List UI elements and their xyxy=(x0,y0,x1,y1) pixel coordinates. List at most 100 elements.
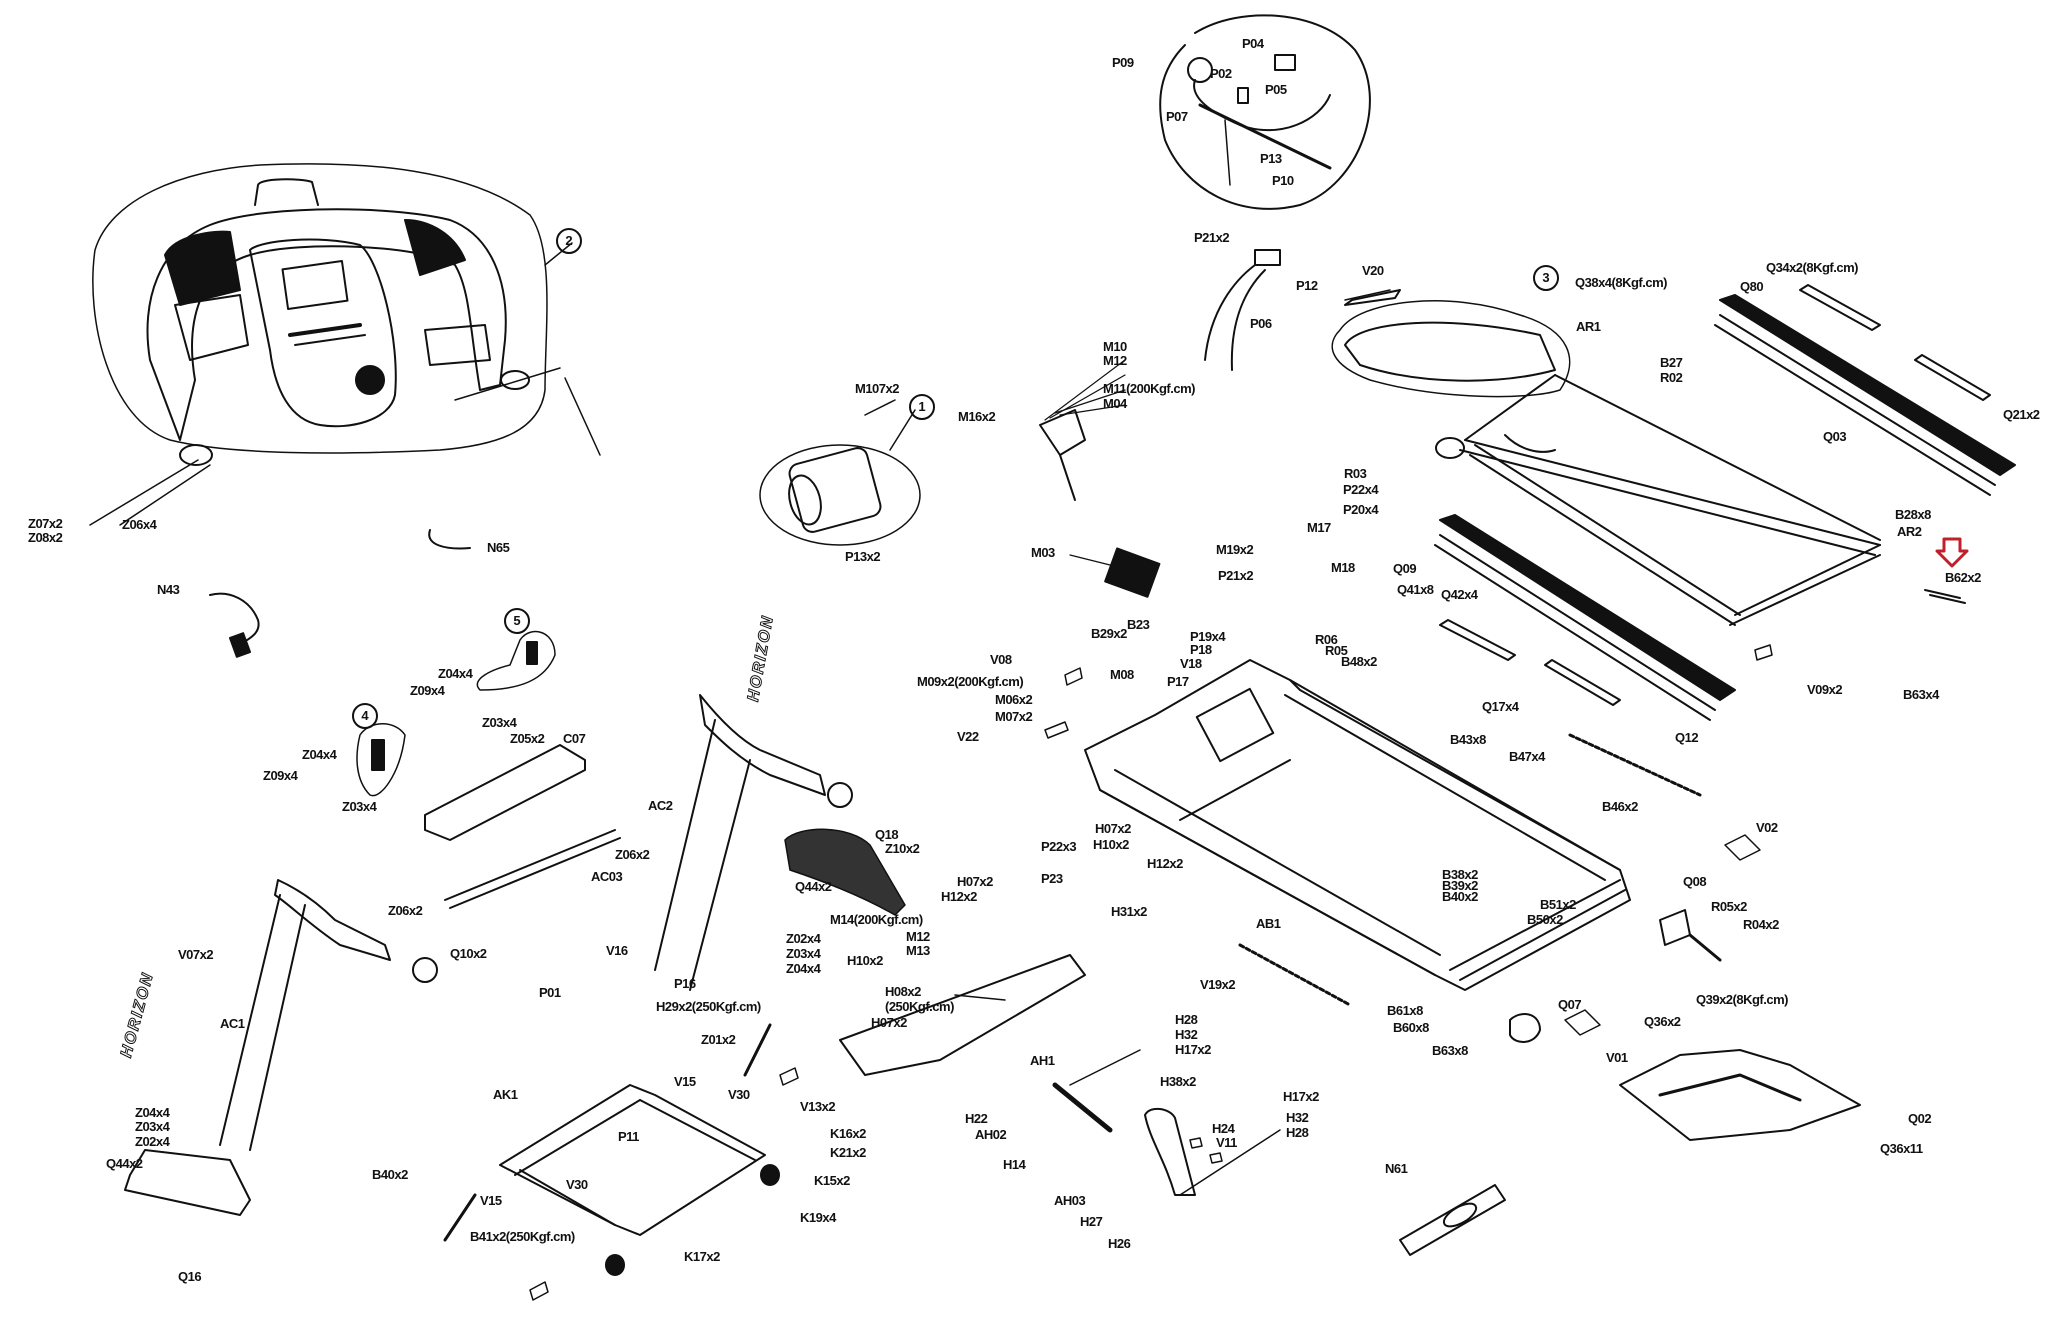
leader xyxy=(455,368,560,400)
part-label: Z07x2 xyxy=(28,516,63,531)
console-right-dark-panel xyxy=(405,220,465,275)
part-label: Z03x4 xyxy=(342,799,377,814)
part-label: AH1 xyxy=(1030,1053,1055,1068)
assembly-5-outline xyxy=(477,632,555,690)
part-label: V18 xyxy=(1180,656,1202,671)
console-right-tray xyxy=(425,325,490,365)
part-label: Q44x2 xyxy=(106,1156,143,1171)
part-label: Q02 xyxy=(1908,1111,1932,1126)
part-label: P01 xyxy=(539,985,561,1000)
part-label: B39x2 xyxy=(1442,878,1478,893)
part-label: Z09x4 xyxy=(410,683,445,698)
part-label: Z04x4 xyxy=(438,666,473,681)
n65-cable xyxy=(429,530,470,548)
part-label: V22 xyxy=(957,729,979,744)
ak1-base-frame xyxy=(445,1025,779,1275)
console-body xyxy=(250,240,396,427)
console-screen xyxy=(283,261,348,309)
electronics-detail xyxy=(1160,15,1370,209)
part-label: B61x8 xyxy=(1387,1003,1423,1018)
part-label: P11 xyxy=(618,1129,639,1144)
strip xyxy=(1345,290,1400,305)
part-label: H07x2 xyxy=(957,874,993,889)
part-label: K17x2 xyxy=(684,1249,720,1264)
bolt-strip xyxy=(1240,945,1350,1005)
part-label: M14(200Kgf.cm) xyxy=(830,912,923,927)
part-label: H32 xyxy=(1175,1027,1198,1042)
part-label: AC03 xyxy=(591,869,623,884)
part-label: K16x2 xyxy=(830,1126,866,1141)
part-label: R03 xyxy=(1344,466,1367,481)
part-label: V13x2 xyxy=(800,1099,836,1114)
part-label: B41x2(250Kgf.cm) xyxy=(470,1229,575,1244)
part-label: P05 xyxy=(1265,82,1287,97)
part-label: H12x2 xyxy=(1147,856,1183,871)
part-label: B51x2 xyxy=(1540,897,1576,912)
assembly-callout-1: 1 xyxy=(909,394,935,420)
part-label: H17x2 xyxy=(1175,1042,1211,1057)
console-frame xyxy=(148,209,506,440)
part-label: H28 xyxy=(1175,1012,1198,1027)
part-label: Z06x2 xyxy=(388,903,423,918)
part-label: M11(200Kgf.cm) xyxy=(1103,381,1195,396)
part-label: M13 xyxy=(906,943,930,958)
console-left-tray xyxy=(175,295,248,360)
n61-part xyxy=(1400,1185,1505,1255)
part-label: R02 xyxy=(1660,370,1683,385)
p12-connector xyxy=(1255,250,1280,265)
part-label: B38x2 xyxy=(1442,867,1478,882)
console-left-tube-end xyxy=(180,445,212,465)
part-label: H08x2 xyxy=(885,984,921,999)
part-label: P21x2 xyxy=(1218,568,1254,583)
c07-tray xyxy=(425,745,585,840)
part-label: P17 xyxy=(1167,674,1189,689)
part-label: B47x4 xyxy=(1509,749,1545,764)
p06-wire xyxy=(1205,265,1255,360)
part-label: B27 xyxy=(1660,355,1683,370)
part-label: B28x8 xyxy=(1895,507,1931,522)
strip xyxy=(1440,620,1515,660)
part-label: V19x2 xyxy=(1200,977,1236,992)
part-label: H26 xyxy=(1108,1236,1131,1251)
part-label: V08 xyxy=(990,652,1012,667)
part-label: Q38x4(8Kgf.cm) xyxy=(1575,275,1667,290)
part-label: P13x2 xyxy=(845,549,881,564)
ah03-pedal xyxy=(1145,1109,1195,1195)
assembly-callout-3: 3 xyxy=(1533,265,1559,291)
part-label: P18 xyxy=(1190,642,1212,657)
part-label: M12 xyxy=(906,929,930,944)
console-assembly xyxy=(90,164,600,525)
part-label: M17 xyxy=(1307,520,1331,535)
part-label: AC2 xyxy=(648,798,673,813)
part-label: P12 xyxy=(1296,278,1318,293)
part-label: M10 xyxy=(1103,339,1127,354)
console-display-pod xyxy=(255,179,318,205)
part-label: B63x4 xyxy=(1903,687,1939,702)
part-label: Q12 xyxy=(1675,730,1699,745)
part-label: P06 xyxy=(1250,316,1272,331)
console-right-tube-end xyxy=(501,371,529,389)
part-label: Z06x4 xyxy=(122,517,157,532)
part-label: P23 xyxy=(1041,871,1063,886)
part-label: R05 xyxy=(1325,643,1348,658)
console-keypad-row xyxy=(290,325,360,335)
part-label: N65 xyxy=(487,540,510,555)
part-label: V09x2 xyxy=(1807,682,1843,697)
part-label: P04 xyxy=(1242,36,1264,51)
part-label: V07x2 xyxy=(178,947,214,962)
highlight-arrow-icon xyxy=(1935,537,1969,569)
part-label: AR1 xyxy=(1576,319,1601,334)
part-label: V20 xyxy=(1362,263,1384,278)
part-label: (250Kgf.cm) xyxy=(885,999,954,1014)
part-label: Z10x2 xyxy=(885,841,920,856)
part-label: M18 xyxy=(1331,560,1355,575)
ac1-upright xyxy=(275,880,390,960)
part-label: H32 xyxy=(1286,1110,1309,1125)
part-label: B43x8 xyxy=(1450,732,1486,747)
part-label: V30 xyxy=(728,1087,750,1102)
part-label: Q09 xyxy=(1393,561,1417,576)
strip xyxy=(1800,285,1880,330)
part-label: N61 xyxy=(1385,1161,1408,1176)
part-label: H38x2 xyxy=(1160,1074,1196,1089)
part-label: V30 xyxy=(566,1177,588,1192)
